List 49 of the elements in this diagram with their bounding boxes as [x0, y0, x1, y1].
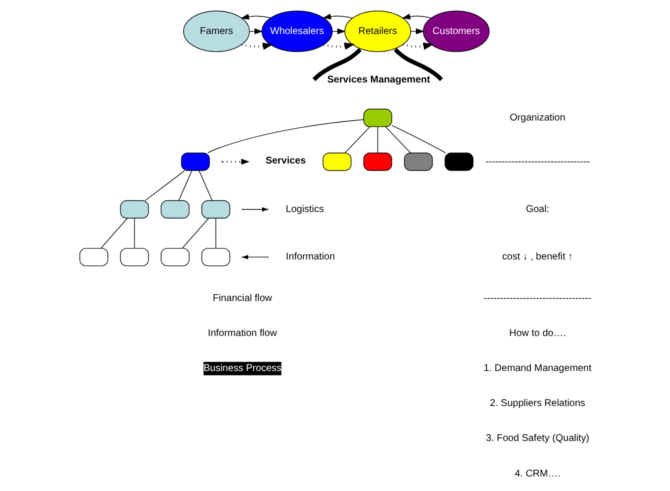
node-box: [322, 152, 351, 171]
label: ---------------------------------: [483, 293, 591, 304]
label: Information flow: [207, 328, 277, 340]
label: 4. CRM….: [514, 468, 560, 480]
label: 3. Food Safety (Quality): [485, 433, 589, 444]
label: 1. Demand Management: [483, 363, 591, 374]
label: Organization: [509, 112, 565, 124]
node-box: [200, 200, 230, 218]
connector: [376, 126, 378, 154]
label: Financial flow: [212, 293, 272, 304]
connector: [178, 170, 192, 201]
node-box: [200, 248, 230, 266]
legend-label: Logistics: [285, 204, 324, 215]
node-box: [120, 200, 148, 218]
connector: [100, 218, 128, 249]
connector: [214, 218, 216, 249]
node-box: [362, 108, 392, 128]
node-box: [78, 248, 108, 266]
connector: [198, 170, 212, 201]
connector: [384, 126, 410, 154]
label: How to do….: [508, 328, 566, 340]
node-box: [444, 152, 473, 171]
node-box: [180, 152, 210, 171]
arrow: [240, 14, 271, 20]
arrow: [322, 42, 354, 50]
connector: [206, 119, 364, 154]
node-box: [404, 152, 432, 171]
node-box: [160, 248, 190, 266]
label: Business Process: [203, 363, 281, 374]
label: --------------------------------: [484, 156, 590, 168]
label: Goal:: [525, 204, 549, 215]
connector: [393, 48, 442, 82]
legend-label: Services: [265, 156, 306, 167]
node-box: [160, 200, 190, 218]
arrow: [402, 42, 434, 50]
node-box: [120, 248, 148, 266]
arrow: [240, 42, 273, 50]
node-box: [362, 152, 392, 171]
legend-label: Information: [285, 252, 334, 263]
label: Services Management: [326, 74, 430, 86]
connector: [344, 126, 370, 154]
connector: [312, 48, 362, 82]
arrow: [401, 14, 432, 20]
connector: [182, 218, 208, 249]
label: 2. Suppliers Relations: [489, 398, 585, 410]
connector: [144, 170, 184, 201]
label: cost ↓ , benefit ↑: [502, 252, 572, 263]
connector: [391, 125, 446, 154]
arrow: [322, 14, 352, 20]
